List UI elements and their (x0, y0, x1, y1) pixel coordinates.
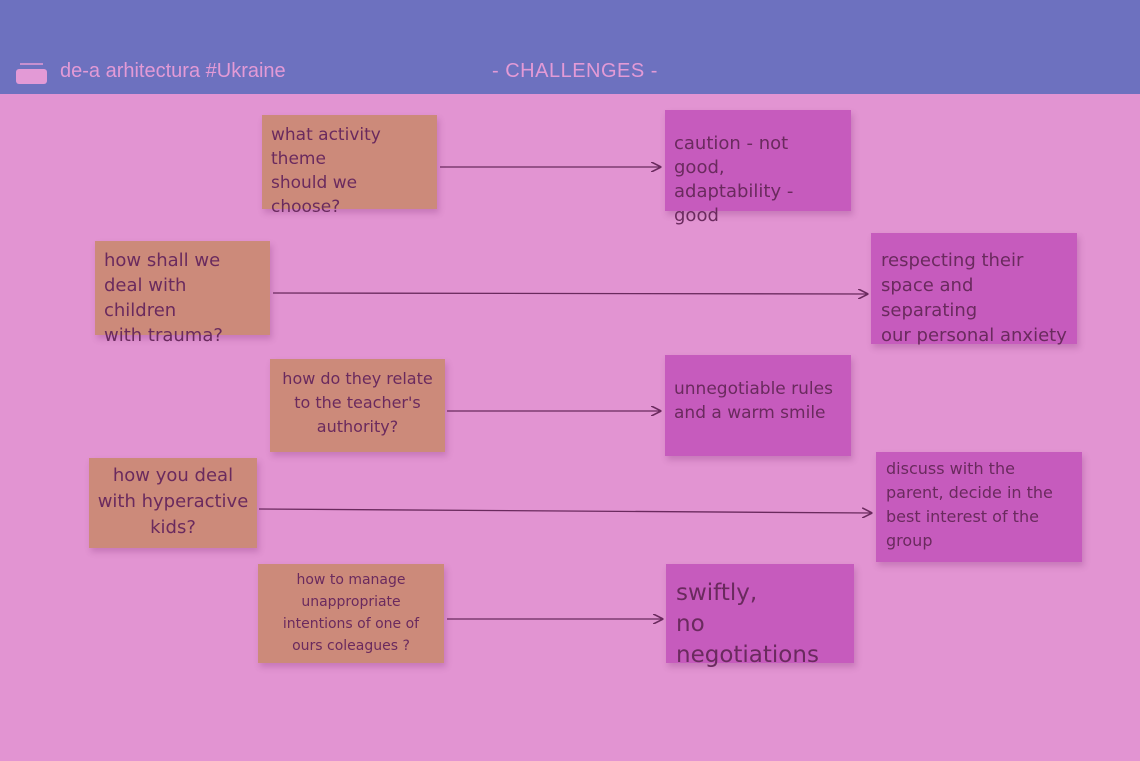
header-bar: de-a arhitectura #Ukraine - CHALLENGES - (0, 0, 1140, 94)
question-note[interactable]: what activity theme should we choose? (262, 115, 437, 217)
question-note[interactable]: how you deal with hyperactive kids? (89, 458, 257, 548)
question-note[interactable]: how shall we deal with children with tra… (95, 241, 270, 346)
arrow-2 (272, 293, 867, 294)
answer-note[interactable]: respecting their space and separating ou… (871, 233, 1077, 346)
answer-note[interactable]: discuss with the parent, decide in the b… (876, 452, 1082, 562)
answer-note[interactable]: caution - not good, adaptability - good (665, 110, 851, 226)
answer-note[interactable]: swiftly, no negotiations (666, 564, 854, 668)
question-note[interactable]: how to manage unappropriate intentions o… (258, 564, 444, 663)
answer-note[interactable]: unnegotiable rules and a warm smile (665, 355, 851, 456)
logo-icon (16, 63, 47, 84)
brand-title: de-a arhitectura #Ukraine (60, 60, 286, 82)
question-note[interactable]: how do they relate to the teacher's auth… (270, 359, 445, 452)
arrow-4 (258, 509, 871, 513)
section-title: - CHALLENGES - (492, 60, 658, 82)
